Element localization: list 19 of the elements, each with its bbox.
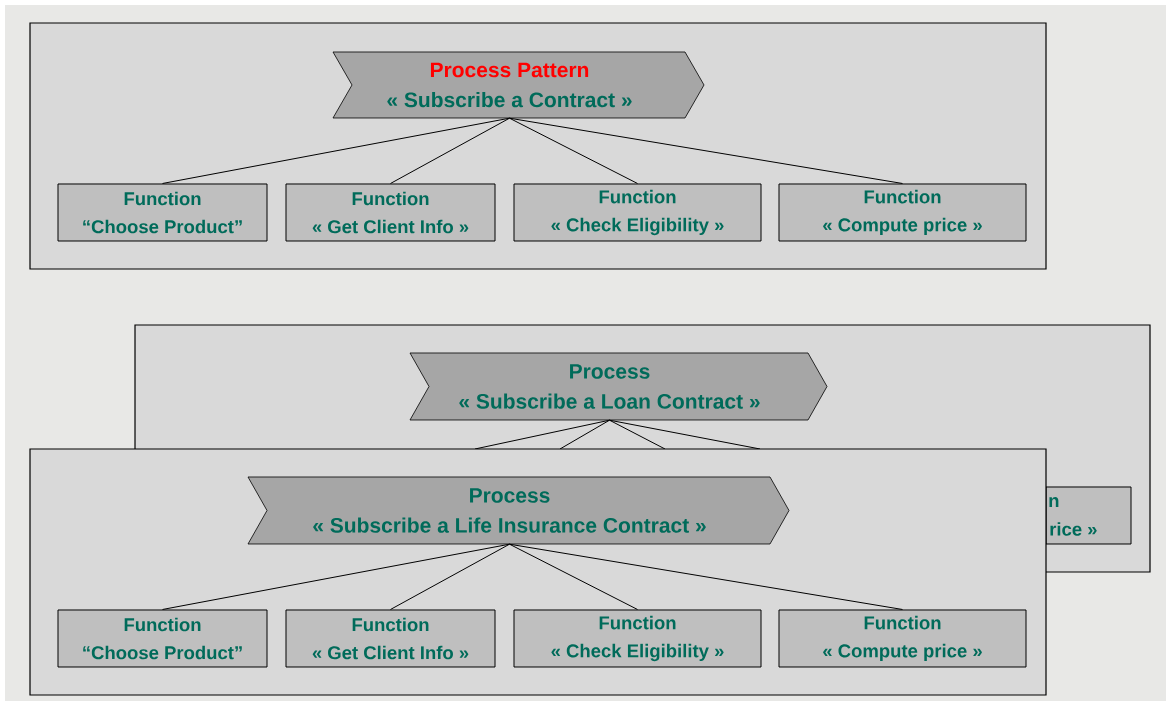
function-box: Function « Compute price » <box>778 183 1027 242</box>
function-box: Function « Check Eligibility » <box>513 183 762 242</box>
function-box: Function “Choose Product” <box>57 609 268 668</box>
function-box: Function « Get Client Info » <box>285 609 496 668</box>
function-box: n rice » <box>1045 486 1132 545</box>
connector-line <box>162 543 510 610</box>
connector-line <box>162 117 510 184</box>
connector-line <box>509 543 638 610</box>
function-box: Function « Check Eligibility » <box>513 609 762 668</box>
connector-line <box>509 117 638 184</box>
function-box: Function « Get Client Info » <box>285 183 496 242</box>
connector-line <box>390 117 510 184</box>
function-box: Function “Choose Product” <box>57 183 268 242</box>
connector-line <box>509 117 903 184</box>
connector-line <box>390 543 510 610</box>
connector-line <box>509 543 903 610</box>
connector-line <box>559 419 610 450</box>
function-box: Function « Compute price » <box>778 609 1027 668</box>
connector-line <box>609 419 666 450</box>
